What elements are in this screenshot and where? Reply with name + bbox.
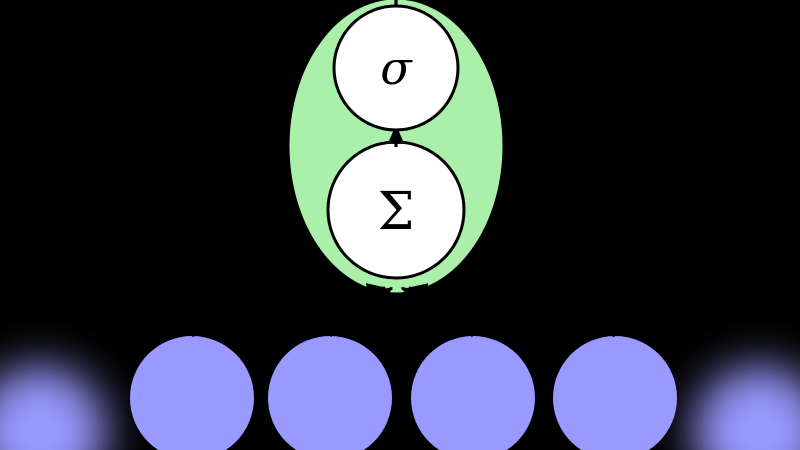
input-layer	[130, 336, 677, 450]
input-node-3[interactable]	[411, 336, 535, 450]
blurred-node-left	[0, 366, 106, 450]
blurred-node-right	[694, 366, 800, 450]
input-edge-4	[407, 283, 616, 338]
summation-node[interactable]: Σ	[326, 140, 466, 280]
activation-node-circle[interactable]	[332, 4, 460, 132]
background-blur-layer	[0, 366, 800, 450]
input-node-4[interactable]	[553, 336, 677, 450]
input-edges	[191, 283, 616, 338]
input-edge-2	[328, 286, 394, 338]
summation-symbol: Σ	[378, 182, 415, 242]
input-edge-1	[191, 283, 387, 338]
activation-node[interactable]: σ	[332, 4, 460, 132]
activation-symbol: σ	[380, 41, 413, 95]
input-node-2[interactable]	[268, 336, 392, 450]
input-node-1[interactable]	[130, 336, 254, 450]
